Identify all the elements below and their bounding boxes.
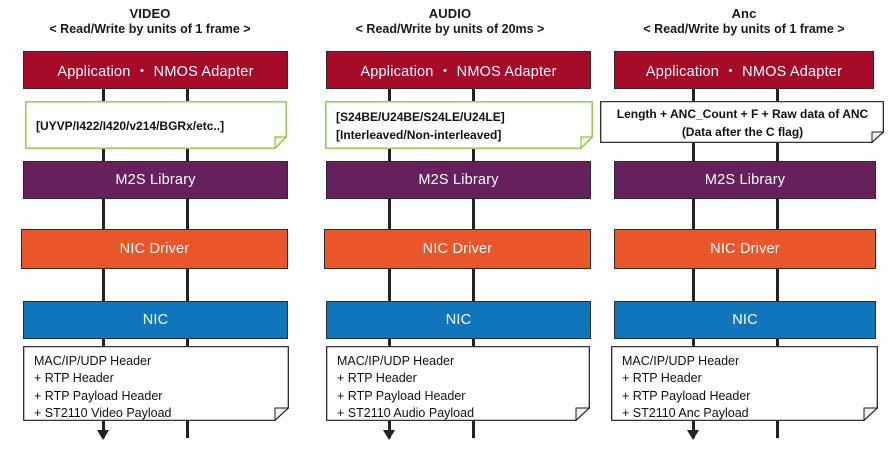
- note-line: + RTP Header: [34, 371, 114, 386]
- column-header-anc: Anc < Read/Write by units of 1 frame >: [598, 6, 890, 38]
- column-subtitle: < Read/Write by units of 1 frame >: [49, 22, 251, 37]
- note-line: + ST2110 Anc Payload: [622, 405, 749, 420]
- note-line: + RTP Payload Header: [337, 388, 466, 403]
- column-header-audio: AUDIO < Read/Write by units of 20ms >: [300, 6, 600, 38]
- note-media-format: [UYVP/I422/I420/v214/BGRx/etc..]: [25, 101, 287, 149]
- note-text: Length + ANC_Count + F + Raw data of ANC…: [600, 101, 884, 143]
- column-video: VIDEO < Read/Write by units of 1 frame >…: [0, 0, 300, 457]
- note-text: [S24BE/U24BE/S24LE/U24LE] [Interleaved/N…: [325, 101, 593, 149]
- block-application[interactable]: Application ・ NMOS Adapter: [326, 51, 591, 89]
- column-subtitle: < Read/Write by units of 20ms >: [355, 22, 545, 37]
- block-nic-driver[interactable]: NIC Driver: [324, 229, 591, 269]
- note-line: MAC/IP/UDP Header: [34, 354, 152, 368]
- note-line: MAC/IP/UDP Header: [337, 354, 455, 368]
- note-shape-folded-corner: [326, 346, 590, 421]
- block-nic[interactable]: NIC: [614, 301, 876, 339]
- note-line: Length + ANC_Count + F + Raw data of ANC: [616, 107, 869, 122]
- note-line: [S24BE/U24BE/S24LE/U24LE]: [336, 110, 505, 125]
- block-nic-driver[interactable]: NIC Driver: [21, 229, 288, 269]
- column-title: VIDEO: [129, 6, 171, 21]
- block-nic[interactable]: NIC: [326, 301, 591, 339]
- downlink-arrow-icon: [383, 430, 395, 440]
- note-text: MAC/IP/UDP Header + RTP Header + RTP Pay…: [326, 346, 590, 421]
- note-shape-folded-corner: [325, 101, 593, 149]
- note-shape-folded-corner: [25, 101, 287, 149]
- note-media-format: [S24BE/U24BE/S24LE/U24LE] [Interleaved/N…: [325, 101, 593, 149]
- column-title: AUDIO: [428, 6, 472, 21]
- note-media-format: Length + ANC_Count + F + Raw data of ANC…: [600, 101, 884, 143]
- downlink-arrow-icon: [687, 430, 699, 440]
- note-text: MAC/IP/UDP Header + RTP Header + RTP Pay…: [23, 346, 289, 421]
- column-header-video: VIDEO < Read/Write by units of 1 frame >: [0, 6, 300, 38]
- note-line: [UYVP/I422/I420/v214/BGRx/etc..]: [36, 118, 225, 133]
- block-application[interactable]: Application ・ NMOS Adapter: [614, 51, 874, 89]
- block-application[interactable]: Application ・ NMOS Adapter: [23, 51, 288, 89]
- note-packet-structure: MAC/IP/UDP Header + RTP Header + RTP Pay…: [23, 346, 289, 421]
- note-line: + ST2110 Video Payload: [34, 405, 172, 420]
- note-line: + RTP Header: [337, 371, 417, 386]
- note-line: (Data after the C flag): [681, 124, 804, 139]
- note-shape-folded-corner: [611, 346, 878, 421]
- note-line: MAC/IP/UDP Header: [622, 354, 740, 368]
- note-line: + RTP Payload Header: [622, 388, 751, 403]
- note-packet-structure: MAC/IP/UDP Header + RTP Header + RTP Pay…: [326, 346, 590, 421]
- column-audio: AUDIO < Read/Write by units of 20ms > Ap…: [300, 0, 600, 457]
- note-shape-folded-corner: [23, 346, 289, 421]
- note-line: + RTP Payload Header: [34, 388, 163, 403]
- block-nic-driver[interactable]: NIC Driver: [614, 229, 876, 269]
- column-title: Anc: [731, 6, 757, 21]
- note-line: [Interleaved/Non-interleaved]: [336, 127, 502, 142]
- block-nic[interactable]: NIC: [23, 301, 288, 339]
- note-packet-structure: MAC/IP/UDP Header + RTP Header + RTP Pay…: [611, 346, 878, 421]
- note-text: [UYVP/I422/I420/v214/BGRx/etc..]: [25, 101, 287, 149]
- note-line: + ST2110 Audio Payload: [337, 405, 475, 420]
- block-m2s-library[interactable]: M2S Library: [614, 161, 876, 199]
- note-shape-folded-corner: [600, 101, 884, 143]
- block-m2s-library[interactable]: M2S Library: [23, 161, 288, 199]
- downlink-arrow-icon: [97, 430, 109, 440]
- column-subtitle: < Read/Write by units of 1 frame >: [643, 22, 845, 37]
- note-text: MAC/IP/UDP Header + RTP Header + RTP Pay…: [611, 346, 878, 421]
- note-line: + RTP Header: [622, 371, 702, 386]
- block-m2s-library[interactable]: M2S Library: [326, 161, 591, 199]
- column-anc: Anc < Read/Write by units of 1 frame > A…: [598, 0, 890, 457]
